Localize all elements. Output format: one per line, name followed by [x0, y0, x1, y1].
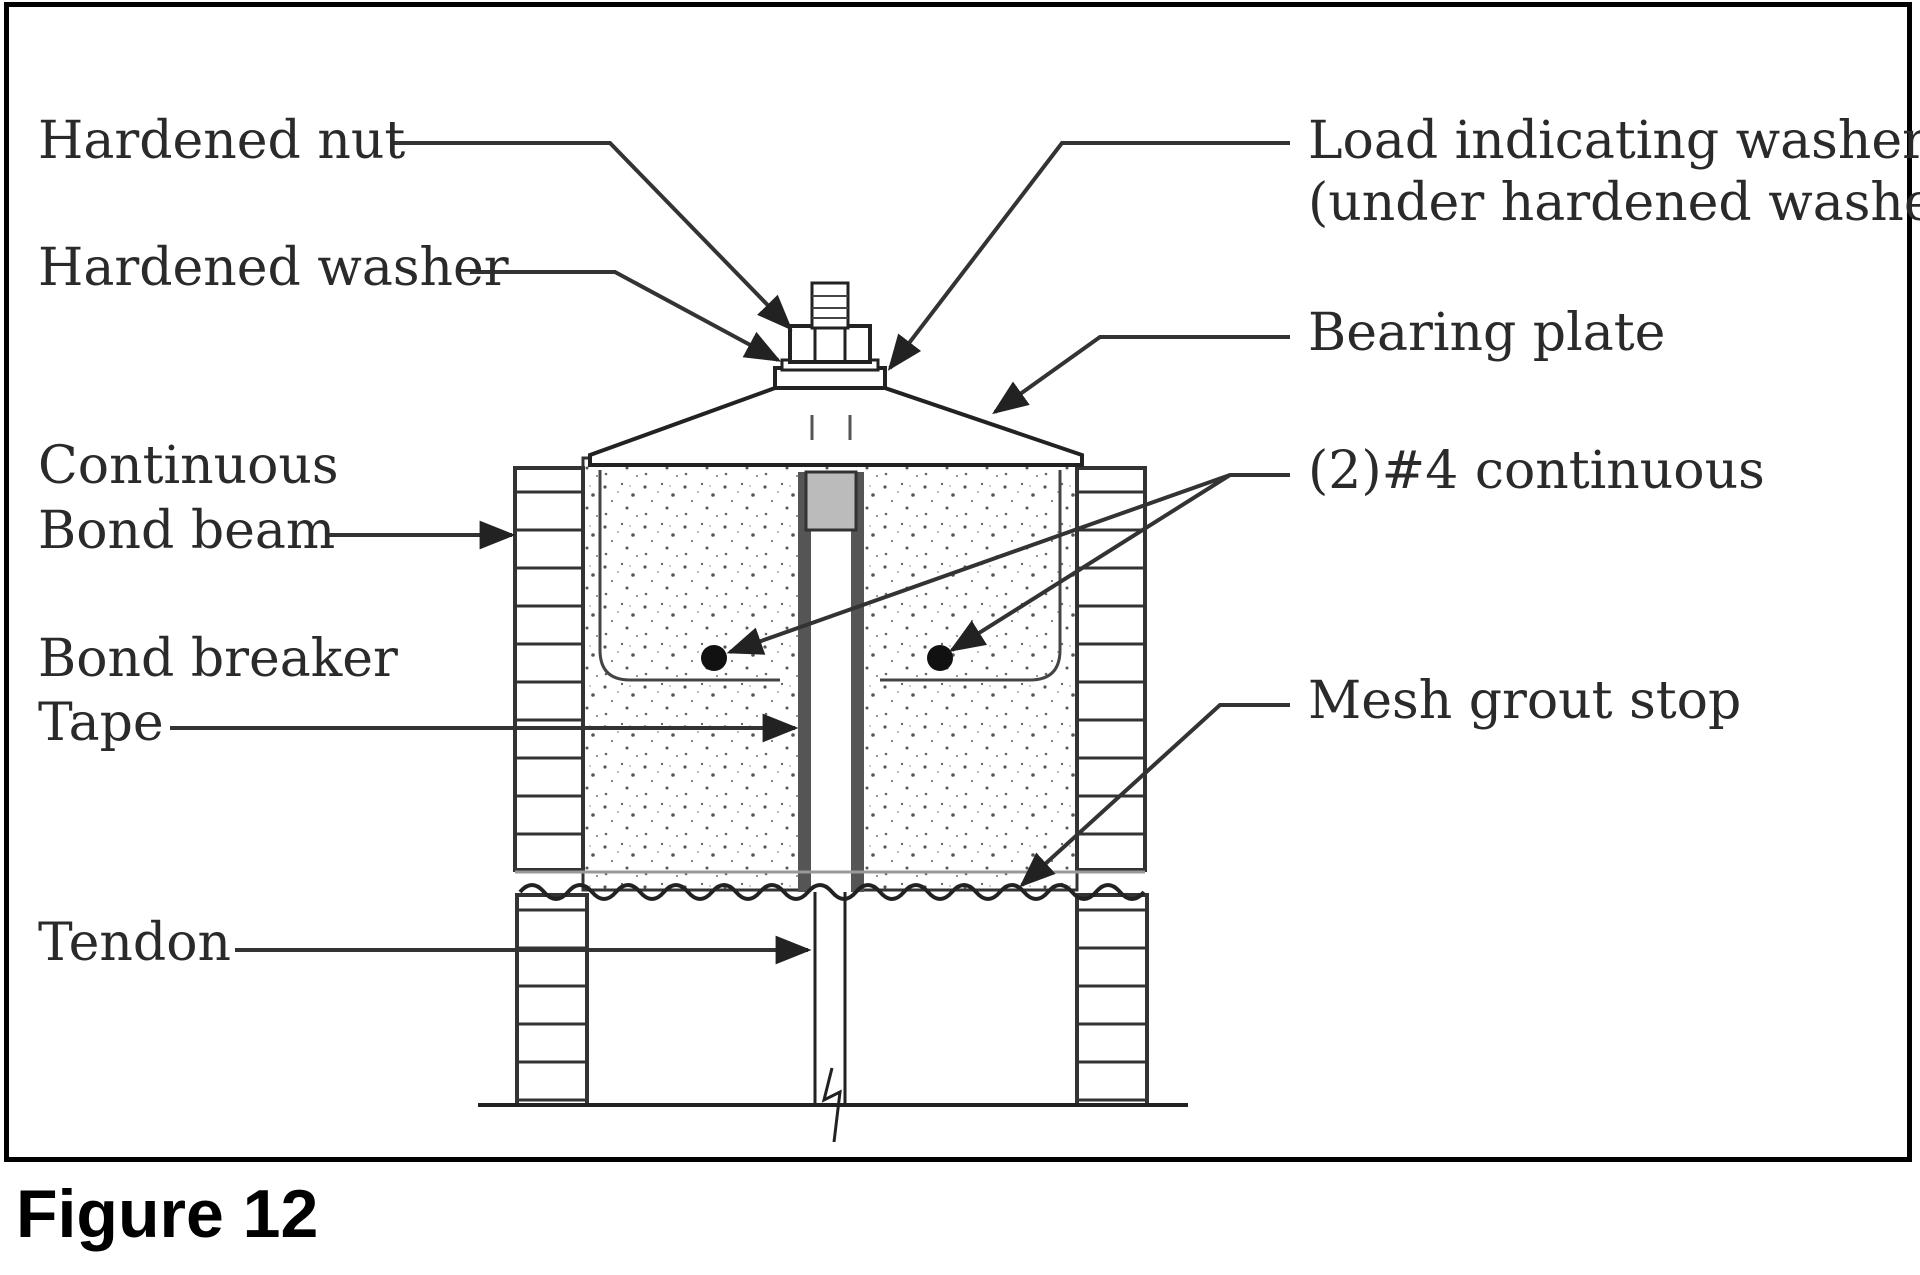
block-web-right: [880, 470, 1062, 682]
leader-mesh-grout-stop: [1019, 703, 1290, 888]
hardened-nut: [788, 324, 872, 364]
leader-hardened-washer: [470, 270, 782, 362]
leader-rebar-right: [948, 473, 1232, 652]
label-bearing-plate: Bearing plate: [1308, 303, 1665, 363]
label-hardened-nut: Hardened nut: [38, 111, 405, 171]
leader-hardened-nut: [390, 141, 793, 331]
bearing-plate: [588, 386, 1084, 467]
label-bond-breaker: Bond breaker: [38, 629, 398, 689]
break-symbol: [821, 1067, 842, 1143]
label-load-washer-2: (under hardened washer): [1308, 173, 1920, 233]
label-tape: Tape: [38, 693, 164, 753]
rebar-right: [927, 645, 953, 671]
tendon-anchorage-diagram: Hardened nut Hardened washer Continuous …: [38, 111, 1920, 1143]
right-bond-beam-wall: [1075, 466, 1147, 872]
label-rebar: (2)#4 continuous: [1308, 441, 1765, 501]
left-bond-beam-wall: [513, 466, 585, 872]
tendon-sleeve: [811, 472, 851, 892]
tendon-coupler: [804, 470, 858, 532]
label-continuous: Continuous: [38, 436, 339, 496]
mesh-grout-stop: [518, 883, 1146, 901]
label-hardened-washer: Hardened washer: [38, 238, 509, 298]
figure-caption: Figure 12: [16, 1176, 319, 1252]
label-bond-beam: Bond beam: [38, 501, 335, 561]
bond-breaker-tape-left: [798, 472, 811, 892]
label-tendon: Tendon: [38, 913, 231, 973]
label-mesh-grout-stop: Mesh grout stop: [1308, 671, 1741, 731]
leader-load-washer: [887, 141, 1290, 371]
rebar-left: [701, 645, 727, 671]
label-load-washer-1: Load indicating washer: [1308, 111, 1920, 171]
leader-bearing-plate: [992, 335, 1290, 415]
block-web-left: [598, 470, 780, 682]
tendon-threaded-end: [810, 281, 850, 330]
bond-breaker-tape-right: [851, 472, 864, 892]
right-lower-wall: [1075, 893, 1149, 1107]
left-lower-wall: [515, 893, 589, 1107]
